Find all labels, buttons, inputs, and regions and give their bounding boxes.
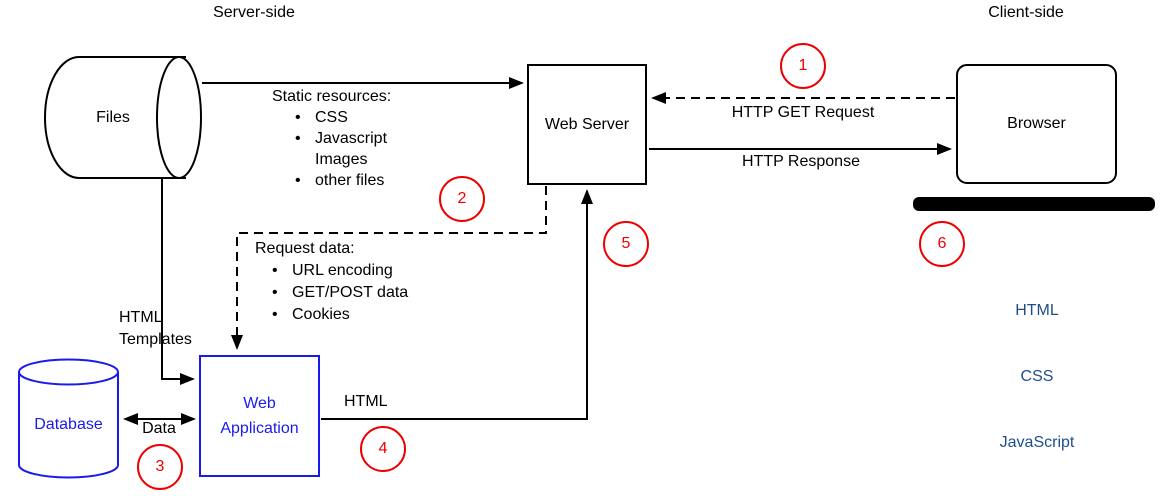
bullet-icon: • <box>295 130 301 147</box>
bullet-icon: • <box>272 262 278 279</box>
step-2-badge: 2 <box>439 176 485 222</box>
client-stack-label: HTML CSS JavaScript <box>957 256 1117 498</box>
request-data-item: •GET/POST data <box>255 282 408 304</box>
database-node-label: Database <box>34 416 103 433</box>
web-application-label: Web Application <box>220 395 299 437</box>
html-label: HTML <box>344 393 388 410</box>
bullet-icon: • <box>295 109 301 126</box>
files-node-label: Files <box>96 108 130 126</box>
bullet-icon: • <box>295 172 301 189</box>
html-templates-label: HTML Templates <box>119 309 192 348</box>
request-data-item: •URL encoding <box>255 260 408 282</box>
http-get-request-label: HTTP GET Request <box>731 104 875 121</box>
web-server-label: Web Server <box>544 115 630 133</box>
database-cylinder <box>18 372 119 479</box>
http-response-label: HTTP Response <box>742 153 860 170</box>
web-server-node: Web Server <box>527 64 647 185</box>
bullet-icon: • <box>272 284 278 301</box>
client-stack-item: JavaScript <box>999 434 1075 451</box>
static-resources-item: •other files <box>295 172 385 189</box>
server-side-label: Server-side <box>213 4 295 21</box>
step-1-badge: 1 <box>780 43 826 89</box>
files-cylinder <box>44 56 186 179</box>
database-cylinder-cap <box>18 358 119 386</box>
static-resources-item: •Images <box>315 151 368 168</box>
laptop-base-bar <box>913 197 1155 211</box>
request-data-note: Request data: •URL encoding •GET/POST da… <box>255 238 408 326</box>
step-4-badge: 4 <box>360 426 406 472</box>
static-resources-note: Static resources: •CSS •Javascript •Imag… <box>272 86 391 191</box>
html-templates-arrow <box>161 178 195 385</box>
static-resources-item: •Javascript <box>295 130 388 147</box>
static-resources-item: •CSS <box>295 109 348 126</box>
step-3-badge: 3 <box>137 444 183 490</box>
browser-node: Browser <box>956 64 1117 184</box>
static-resources-title: Static resources: <box>272 88 392 105</box>
bullet-icon: • <box>272 306 278 323</box>
step-5-badge: 5 <box>603 221 649 267</box>
request-data-item: •Cookies <box>255 304 408 326</box>
client-stack-item: CSS <box>1020 368 1054 385</box>
client-stack-item: HTML <box>1015 302 1059 319</box>
browser-label: Browser <box>1007 115 1066 132</box>
request-data-dashed-arrow <box>231 186 547 350</box>
data-label: Data <box>142 420 176 437</box>
request-data-title: Request data: <box>255 240 355 257</box>
step-6-badge: 6 <box>919 221 965 267</box>
html-to-webserver-arrow <box>321 189 593 420</box>
files-cylinder-cap <box>156 56 202 179</box>
client-side-label: Client-side <box>988 4 1064 21</box>
web-application-node: Web Application <box>199 355 320 477</box>
